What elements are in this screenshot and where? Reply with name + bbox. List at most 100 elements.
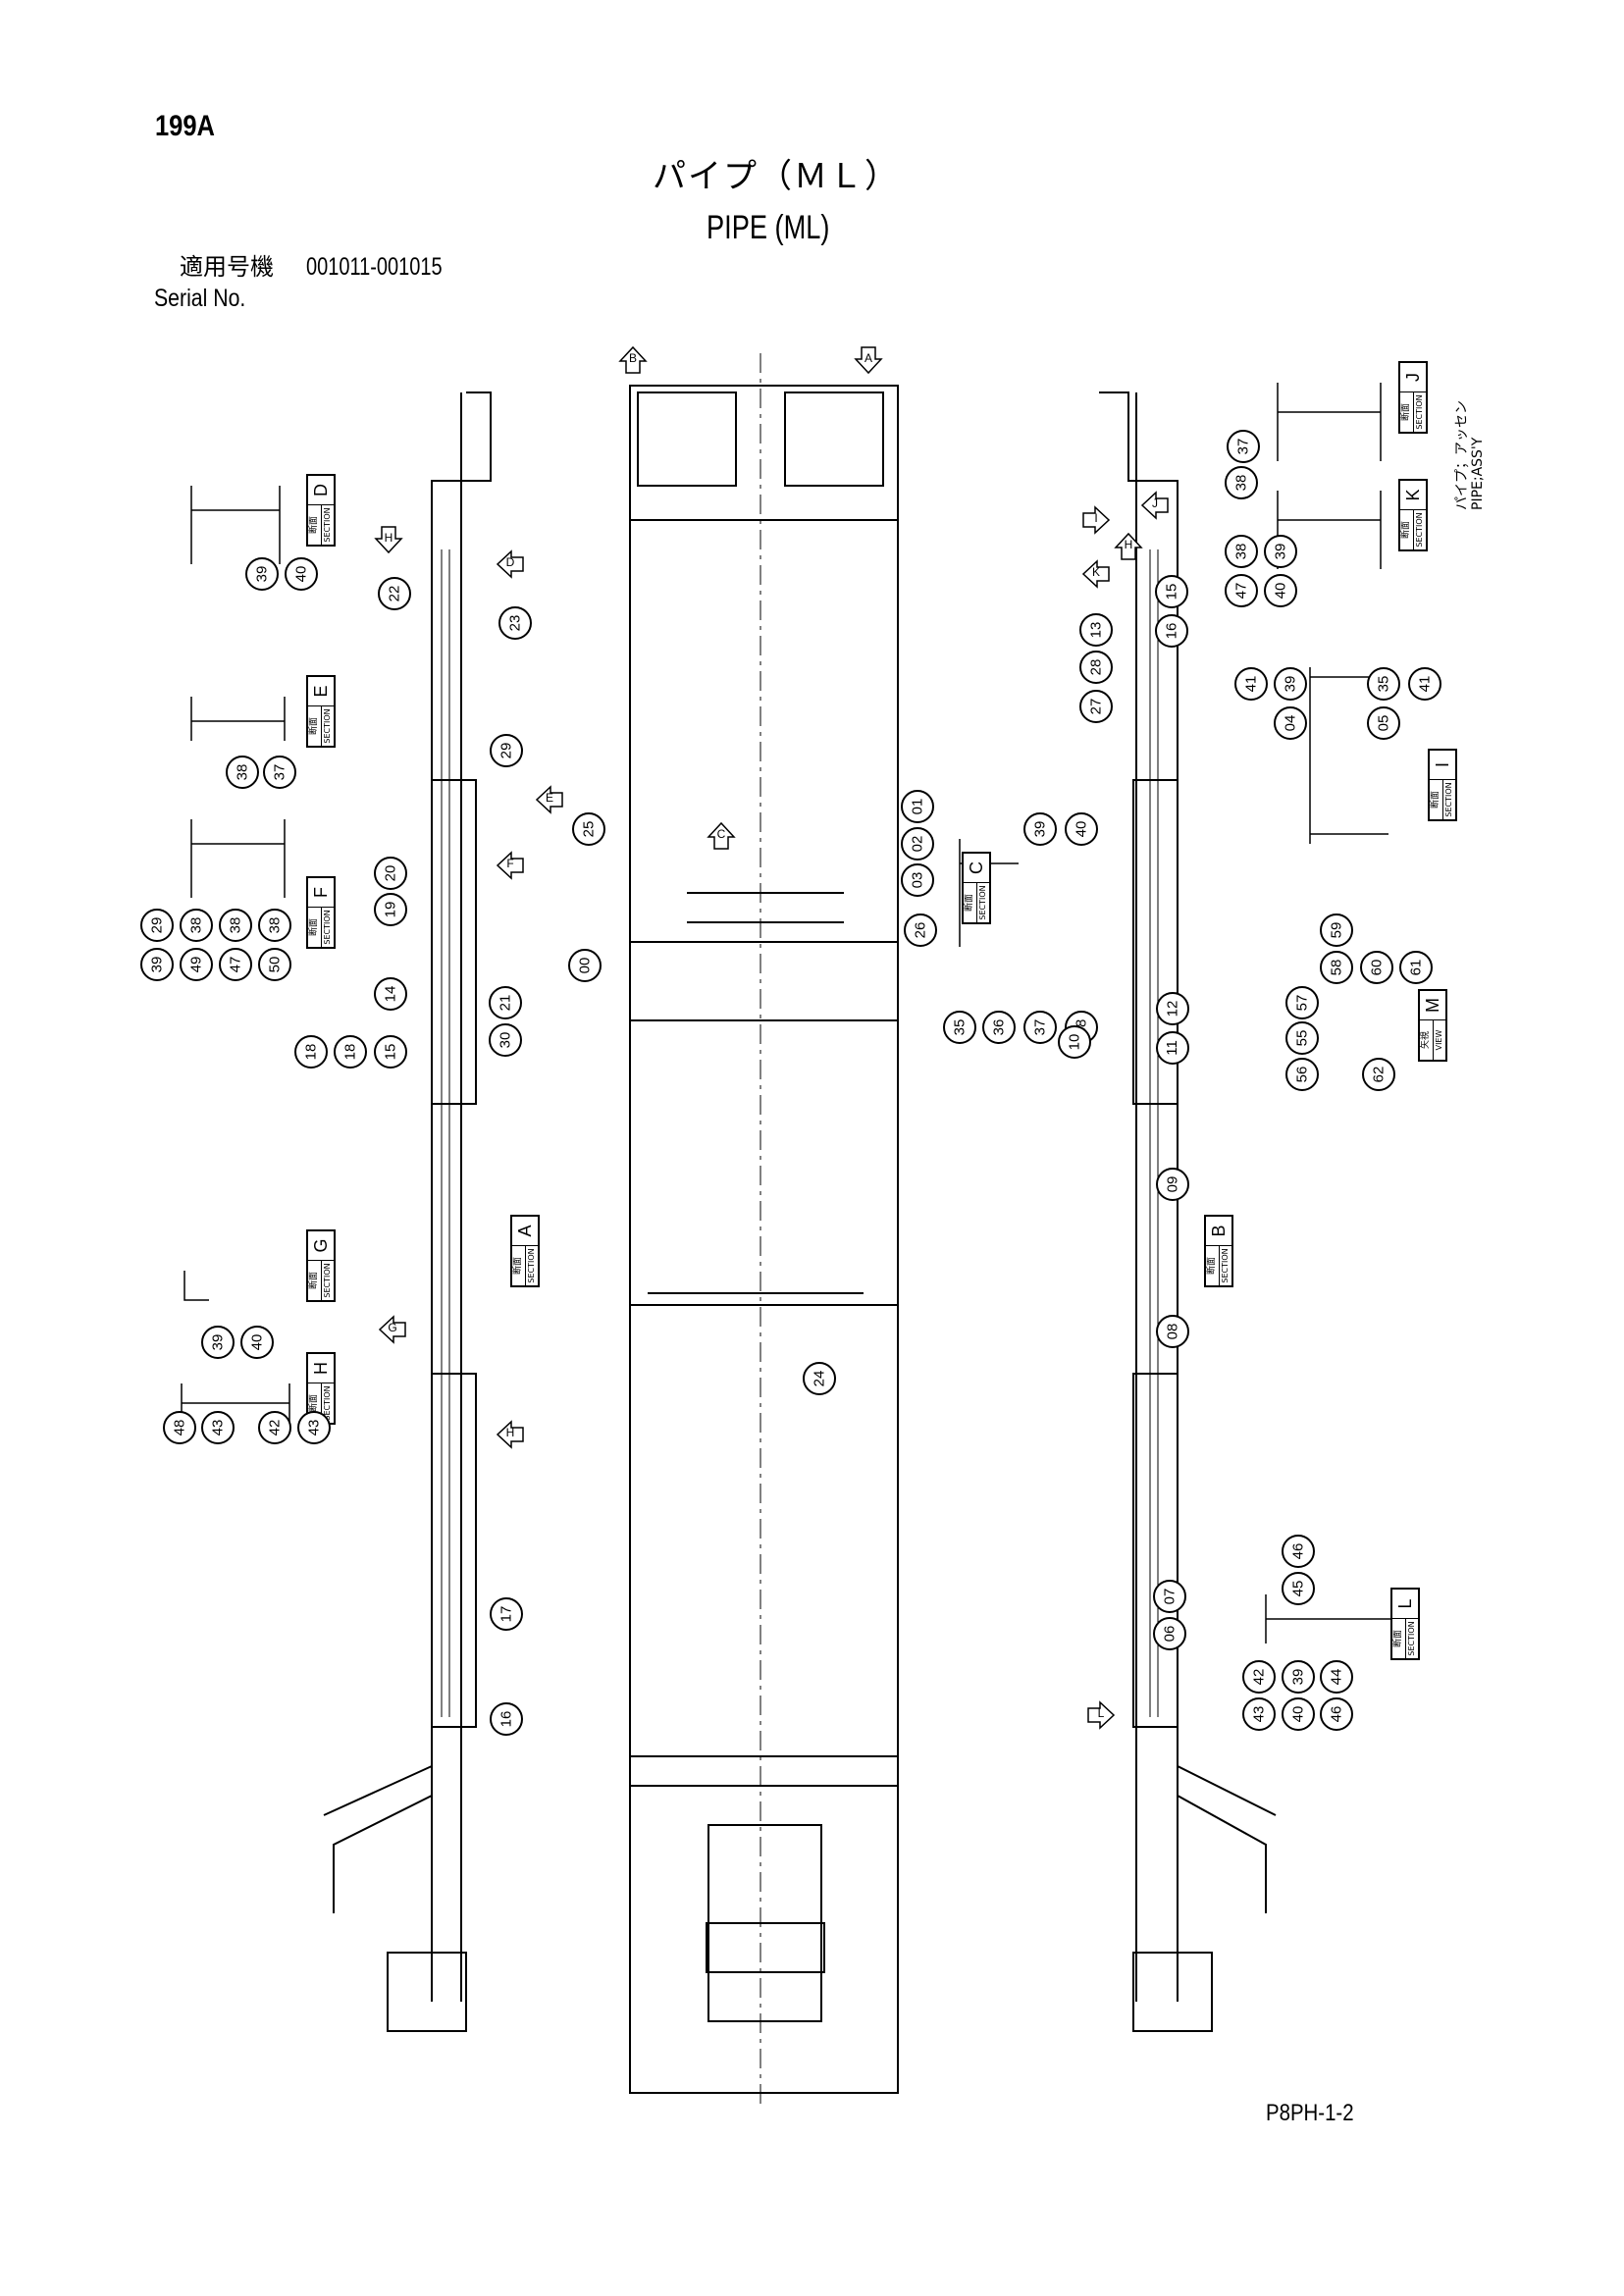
part-callout-56[interactable]: 56: [1285, 1058, 1319, 1091]
part-callout-20[interactable]: 20: [374, 857, 407, 890]
part-callout-01[interactable]: 01: [901, 790, 934, 823]
part-callout-19[interactable]: 19: [374, 893, 407, 926]
section-box-text: SECTION: [1412, 510, 1426, 549]
part-number: 39: [1031, 820, 1048, 838]
part-callout-37[interactable]: 37: [263, 756, 296, 789]
serial-label-english: Serial No.: [154, 285, 246, 312]
part-callout-35[interactable]: 35: [1367, 667, 1400, 701]
part-callout-08[interactable]: 08: [1156, 1315, 1189, 1348]
part-callout-47[interactable]: 47: [1225, 574, 1258, 607]
part-callout-14[interactable]: 14: [374, 977, 407, 1011]
part-callout-55[interactable]: 55: [1285, 1021, 1319, 1055]
part-callout-07[interactable]: 07: [1153, 1580, 1186, 1613]
part-callout-16[interactable]: 16: [1155, 614, 1188, 648]
part-callout-05[interactable]: 05: [1367, 706, 1400, 740]
part-callout-40[interactable]: 40: [285, 557, 318, 591]
part-callout-38[interactable]: 38: [258, 909, 291, 942]
part-callout-42[interactable]: 42: [258, 1411, 291, 1444]
part-callout-49[interactable]: 49: [180, 948, 213, 981]
part-callout-61[interactable]: 61: [1399, 951, 1433, 984]
part-callout-40[interactable]: 40: [1282, 1697, 1315, 1731]
part-callout-28[interactable]: 28: [1079, 651, 1113, 684]
part-callout-18[interactable]: 18: [334, 1035, 367, 1069]
part-callout-40[interactable]: 40: [1065, 812, 1098, 846]
part-callout-27[interactable]: 27: [1079, 690, 1113, 723]
part-callout-40[interactable]: 40: [1264, 574, 1297, 607]
part-callout-35[interactable]: 35: [943, 1011, 976, 1044]
part-callout-39[interactable]: 39: [140, 948, 174, 981]
part-number: 38: [266, 916, 283, 934]
part-callout-16[interactable]: 16: [490, 1702, 523, 1736]
part-callout-39[interactable]: 39: [1264, 535, 1297, 568]
section-box-text: SECTION: [975, 883, 989, 922]
part-callout-39[interactable]: 39: [245, 557, 279, 591]
section-letter: D: [311, 484, 331, 496]
part-callout-24[interactable]: 24: [803, 1362, 836, 1395]
page-number: 199A: [155, 110, 215, 142]
part-callout-18[interactable]: 18: [294, 1035, 328, 1069]
section-box-text: SECTION: [524, 1246, 538, 1285]
section-letter: G: [311, 1238, 331, 1253]
part-callout-43[interactable]: 43: [297, 1411, 331, 1444]
part-callout-23[interactable]: 23: [498, 606, 532, 640]
part-callout-58[interactable]: 58: [1320, 951, 1353, 984]
part-callout-38[interactable]: 38: [180, 909, 213, 942]
part-callout-39[interactable]: 39: [1274, 667, 1307, 701]
part-number: 37: [1031, 1018, 1048, 1036]
part-callout-38[interactable]: 38: [226, 756, 259, 789]
part-callout-59[interactable]: 59: [1320, 913, 1353, 947]
part-callout-09[interactable]: 09: [1156, 1168, 1189, 1201]
part-callout-45[interactable]: 45: [1282, 1572, 1315, 1605]
part-callout-46[interactable]: 46: [1320, 1697, 1353, 1731]
part-callout-29[interactable]: 29: [140, 909, 174, 942]
part-callout-41[interactable]: 41: [1234, 667, 1268, 701]
section-box-text: 断面: [309, 918, 319, 937]
part-callout-60[interactable]: 60: [1360, 951, 1393, 984]
part-callout-15[interactable]: 15: [374, 1035, 407, 1069]
part-callout-46[interactable]: 46: [1282, 1535, 1315, 1568]
part-callout-29[interactable]: 29: [490, 734, 523, 767]
part-callout-17[interactable]: 17: [490, 1597, 523, 1631]
part-callout-39[interactable]: 39: [201, 1326, 235, 1359]
part-callout-00[interactable]: 00: [568, 949, 602, 982]
part-callout-41[interactable]: 41: [1408, 667, 1441, 701]
part-callout-22[interactable]: 22: [378, 577, 411, 610]
part-callout-39[interactable]: 39: [1023, 812, 1057, 846]
part-number: 06: [1161, 1625, 1178, 1643]
part-callout-40[interactable]: 40: [240, 1326, 274, 1359]
part-callout-15[interactable]: 15: [1155, 575, 1188, 608]
part-callout-47[interactable]: 47: [219, 948, 252, 981]
part-callout-38[interactable]: 38: [1225, 535, 1258, 568]
part-callout-37[interactable]: 37: [1023, 1011, 1057, 1044]
part-number: 60: [1368, 959, 1385, 976]
part-callout-06[interactable]: 06: [1153, 1617, 1186, 1650]
part-callout-57[interactable]: 57: [1285, 986, 1319, 1019]
part-callout-43[interactable]: 43: [201, 1411, 235, 1444]
part-callout-21[interactable]: 21: [489, 986, 522, 1019]
part-callout-43[interactable]: 43: [1242, 1697, 1276, 1731]
part-callout-13[interactable]: 13: [1079, 613, 1113, 647]
part-callout-39[interactable]: 39: [1282, 1660, 1315, 1694]
part-callout-62[interactable]: 62: [1362, 1058, 1395, 1091]
drawing-code: P8PH-1-2: [1266, 2100, 1354, 2126]
part-callout-44[interactable]: 44: [1320, 1660, 1353, 1694]
part-callout-38[interactable]: 38: [1225, 466, 1258, 499]
part-callout-36[interactable]: 36: [982, 1011, 1016, 1044]
part-callout-50[interactable]: 50: [258, 948, 291, 981]
part-callout-11[interactable]: 11: [1156, 1031, 1189, 1065]
part-callout-10[interactable]: 10: [1058, 1025, 1091, 1059]
part-callout-48[interactable]: 48: [163, 1411, 196, 1444]
part-callout-25[interactable]: 25: [572, 812, 605, 846]
part-callout-02[interactable]: 02: [901, 827, 934, 861]
part-callout-04[interactable]: 04: [1274, 706, 1307, 740]
part-callout-26[interactable]: 26: [904, 913, 937, 947]
part-callout-12[interactable]: 12: [1156, 992, 1189, 1025]
part-number: 20: [382, 864, 398, 882]
part-number: 43: [209, 1419, 226, 1436]
part-callout-38[interactable]: 38: [219, 909, 252, 942]
part-callout-37[interactable]: 37: [1227, 430, 1260, 463]
part-callout-03[interactable]: 03: [901, 863, 934, 897]
part-callout-30[interactable]: 30: [489, 1023, 522, 1057]
part-callout-42[interactable]: 42: [1242, 1660, 1276, 1694]
